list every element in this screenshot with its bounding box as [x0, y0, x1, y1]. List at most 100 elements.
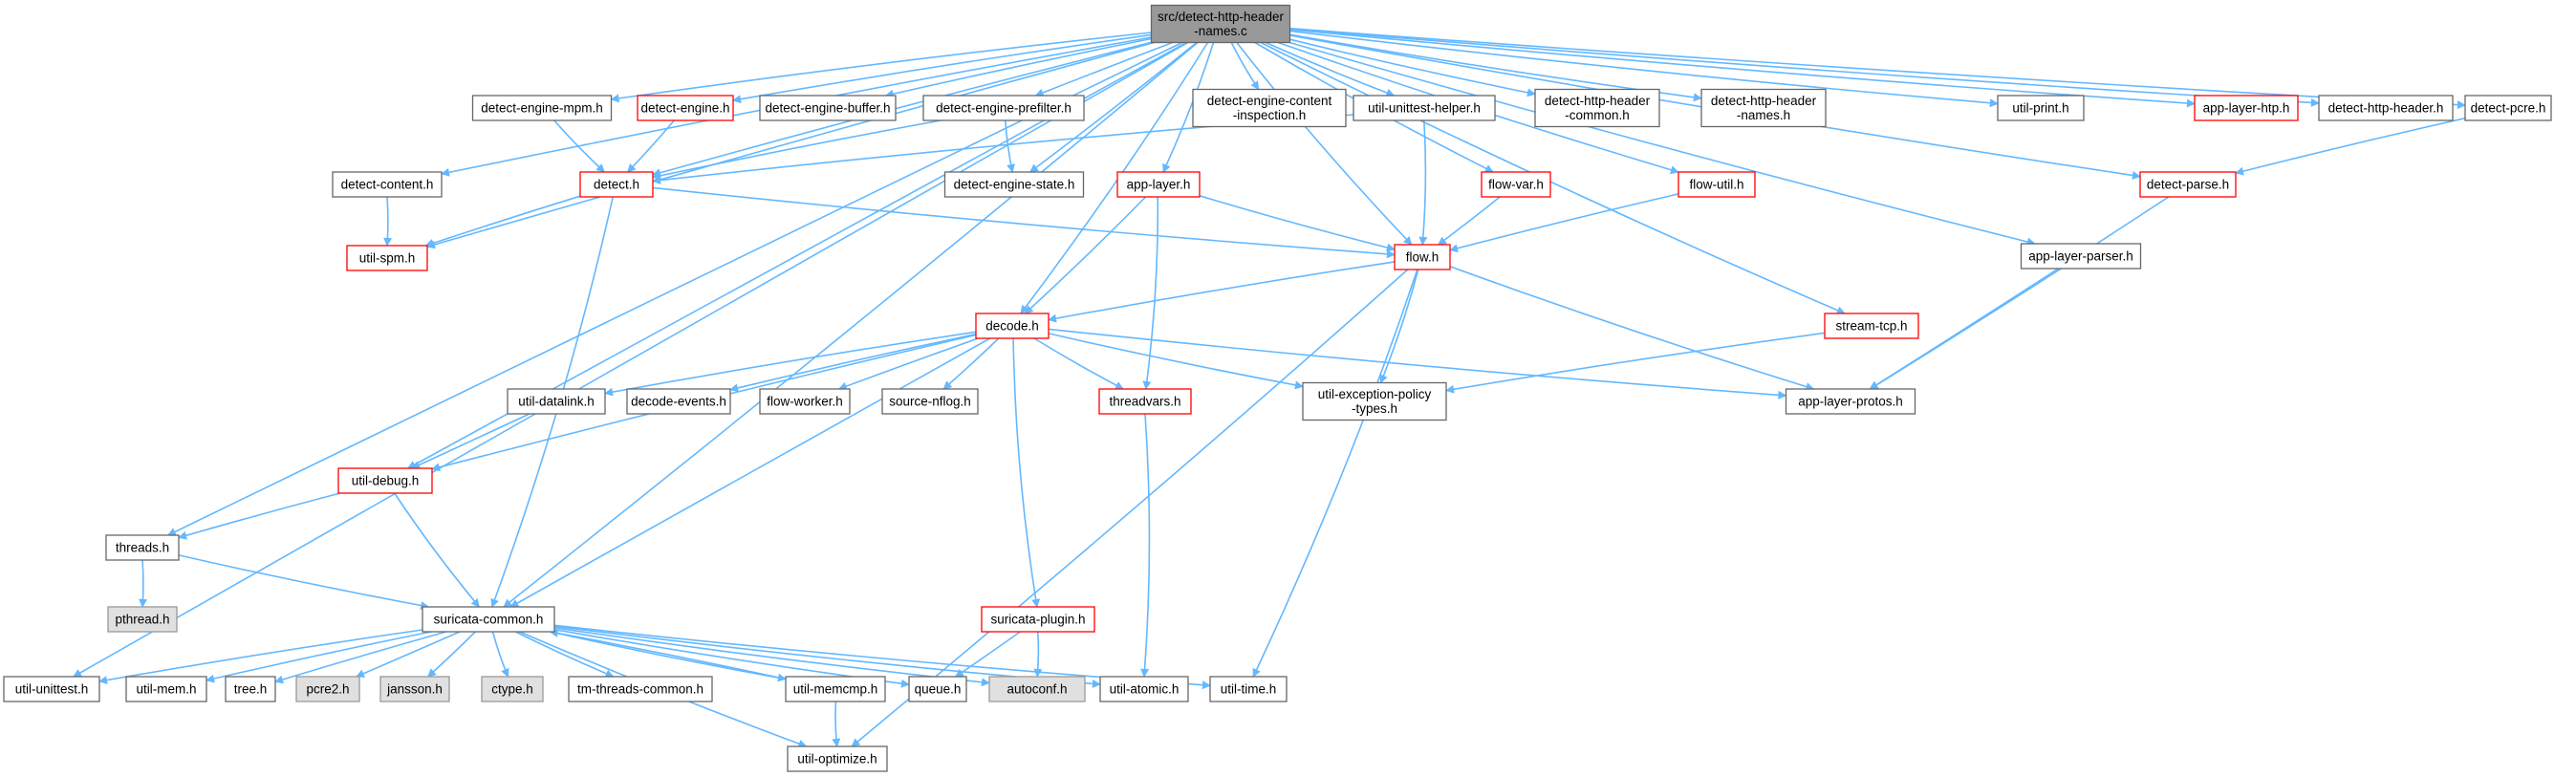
node-ctype-label: ctype.h	[491, 682, 533, 697]
node-app-layer-htp[interactable]: app-layer-htp.h	[2194, 95, 2299, 121]
node-app-layer[interactable]: app-layer.h	[1116, 171, 1201, 198]
edge-flow-to-util-time	[1252, 269, 1418, 678]
node-root[interactable]: src/detect-http-header-names.c	[1150, 4, 1291, 44]
node-suricata-common[interactable]: suricata-common.h	[422, 606, 555, 633]
node-pcre2[interactable]: pcre2.h	[295, 676, 360, 702]
edge-root-to-detect-engine-prefilter	[1034, 41, 1173, 97]
node-util-datalink-label: util-datalink.h	[518, 395, 595, 409]
node-detect-parse-box	[2139, 171, 2237, 198]
node-ctype[interactable]: ctype.h	[481, 676, 544, 702]
node-detect-http-header[interactable]: detect-http-header.h	[2318, 95, 2454, 121]
node-root-label: src/detect-http-header	[1158, 10, 1285, 24]
node-detect-engine-content-inspection[interactable]: detect-engine-content-inspection.h	[1192, 88, 1347, 128]
edge-app-layer-to-threadvars	[1142, 196, 1159, 390]
node-flow[interactable]: flow.h	[1394, 244, 1451, 270]
edge-root-to-flow	[1236, 42, 1413, 246]
edge-root-to-util-print	[1289, 30, 1999, 108]
node-detect-http-header-label: detect-http-header.h	[2328, 101, 2444, 116]
node-util-atomic-box	[1099, 676, 1189, 702]
node-util-unittest-helper-box	[1353, 95, 1496, 121]
node-detect-engine[interactable]: detect-engine.h	[637, 95, 734, 121]
node-util-memcmp[interactable]: util-memcmp.h	[785, 676, 886, 702]
node-detect-engine-prefilter[interactable]: detect-engine-prefilter.h	[922, 95, 1085, 121]
node-decode-events[interactable]: decode-events.h	[626, 388, 731, 415]
node-util-unittest-box	[3, 676, 100, 702]
edge-threads-to-suricata-common	[178, 554, 430, 610]
node-util-atomic[interactable]: util-atomic.h	[1099, 676, 1189, 702]
node-util-optimize[interactable]: util-optimize.h	[787, 745, 888, 772]
node-detect-http-header-names[interactable]: detect-http-header-names.h	[1700, 88, 1827, 128]
node-detect-http-header-names-box	[1700, 88, 1827, 128]
node-util-unittest[interactable]: util-unittest.h	[3, 676, 100, 702]
node-queue[interactable]: queue.h	[908, 676, 967, 702]
edge-detect-pcre-to-detect-parse	[2235, 117, 2466, 176]
node-ctype-box	[481, 676, 544, 702]
node-tree[interactable]: tree.h	[225, 676, 276, 702]
node-autoconf[interactable]: autoconf.h	[988, 676, 1086, 702]
node-flow-util[interactable]: flow-util.h	[1678, 171, 1756, 198]
node-detect-parse-label: detect-parse.h	[2147, 178, 2229, 192]
edge-suricata-common-to-util-mem	[206, 631, 432, 683]
node-detect-engine-mpm[interactable]: detect-engine-mpm.h	[471, 95, 613, 121]
node-source-nflog[interactable]: source-nflog.h	[881, 388, 979, 415]
edge-decode-to-util-datalink	[604, 331, 977, 397]
node-threadvars[interactable]: threadvars.h	[1098, 388, 1192, 415]
edge-suricata-common-to-pcre2	[356, 631, 461, 678]
node-util-datalink[interactable]: util-datalink.h	[507, 388, 606, 415]
node-util-exception-policy-types[interactable]: util-exception-policy-types.h	[1302, 381, 1447, 421]
node-decode[interactable]: decode.h	[975, 313, 1050, 339]
node-util-time-label: util-time.h	[1221, 682, 1277, 697]
node-util-print[interactable]: util-print.h	[1997, 95, 2085, 121]
edge-detect-to-util-spm	[424, 195, 581, 248]
node-util-time[interactable]: util-time.h	[1209, 676, 1288, 702]
node-app-layer-box	[1116, 171, 1201, 198]
edge-root-to-detect-engine-state	[1028, 41, 1198, 173]
node-flow-worker[interactable]: flow-worker.h	[759, 388, 851, 415]
node-decode-label: decode.h	[985, 319, 1039, 334]
node-detect[interactable]: detect.h	[579, 171, 654, 198]
node-suricata-plugin-label: suricata-plugin.h	[990, 613, 1085, 627]
node-detect-http-header-names-label: detect-http-header	[1711, 94, 1817, 108]
node-tm-threads-common[interactable]: tm-threads-common.h	[568, 676, 713, 702]
edge-root-to-detect-engine-buffer	[884, 37, 1152, 98]
node-threads-label: threads.h	[116, 541, 169, 555]
node-jansson[interactable]: jansson.h	[379, 676, 450, 702]
node-suricata-plugin[interactable]: suricata-plugin.h	[981, 606, 1095, 633]
node-app-layer-protos[interactable]: app-layer-protos.h	[1785, 388, 1916, 415]
node-detect-engine-content-inspection-box	[1192, 88, 1347, 128]
node-util-spm[interactable]: util-spm.h	[346, 245, 428, 271]
node-detect-content[interactable]: detect-content.h	[332, 171, 443, 198]
node-detect-pcre-label: detect-pcre.h	[2471, 101, 2546, 116]
node-detect-http-header-box	[2318, 95, 2454, 121]
node-app-layer-parser[interactable]: app-layer-parser.h	[2020, 243, 2142, 270]
node-flow-var[interactable]: flow-var.h	[1481, 171, 1551, 198]
node-detect-engine-label: detect-engine.h	[640, 101, 729, 116]
node-detect-pcre[interactable]: detect-pcre.h	[2464, 95, 2552, 121]
node-detect-engine-buffer[interactable]: detect-engine-buffer.h	[759, 95, 897, 121]
node-pthread[interactable]: pthread.h	[107, 606, 178, 633]
node-util-debug[interactable]: util-debug.h	[337, 467, 433, 494]
node-stream-tcp[interactable]: stream-tcp.h	[1824, 313, 1919, 339]
edge-detect-engine-prefilter-to-detect-engine-state	[1005, 119, 1015, 173]
edge-root-to-detect-engine	[732, 33, 1152, 104]
edge-root-to-util-unittest	[73, 41, 1189, 678]
node-threads[interactable]: threads.h	[105, 534, 180, 561]
node-detect-http-header-common[interactable]: detect-http-header-common.h	[1534, 88, 1660, 128]
node-detect-engine-state[interactable]: detect-engine-state.h	[943, 171, 1085, 198]
node-detect-parse[interactable]: detect-parse.h	[2139, 171, 2237, 198]
node-detect-engine-mpm-box	[471, 95, 613, 121]
node-app-layer-protos-box	[1785, 388, 1916, 415]
node-detect-engine-content-inspection-label: -inspection.h	[1233, 108, 1307, 122]
node-pthread-label: pthread.h	[115, 613, 169, 627]
node-detect-content-label: detect-content.h	[341, 178, 434, 192]
node-util-unittest-helper[interactable]: util-unittest-helper.h	[1353, 95, 1496, 121]
node-source-nflog-label: source-nflog.h	[889, 395, 971, 409]
node-detect-engine-buffer-box	[759, 95, 897, 121]
node-util-mem[interactable]: util-mem.h	[125, 676, 207, 702]
node-util-memcmp-label: util-memcmp.h	[793, 682, 878, 697]
edge-root-to-detect-http-header-common	[1289, 38, 1536, 97]
edge-util-unittest-helper-to-flow	[1418, 119, 1428, 246]
node-detect-pcre-box	[2464, 95, 2552, 121]
node-app-layer-parser-box	[2020, 243, 2142, 270]
edge-util-memcmp-to-suricata-common	[549, 629, 787, 680]
